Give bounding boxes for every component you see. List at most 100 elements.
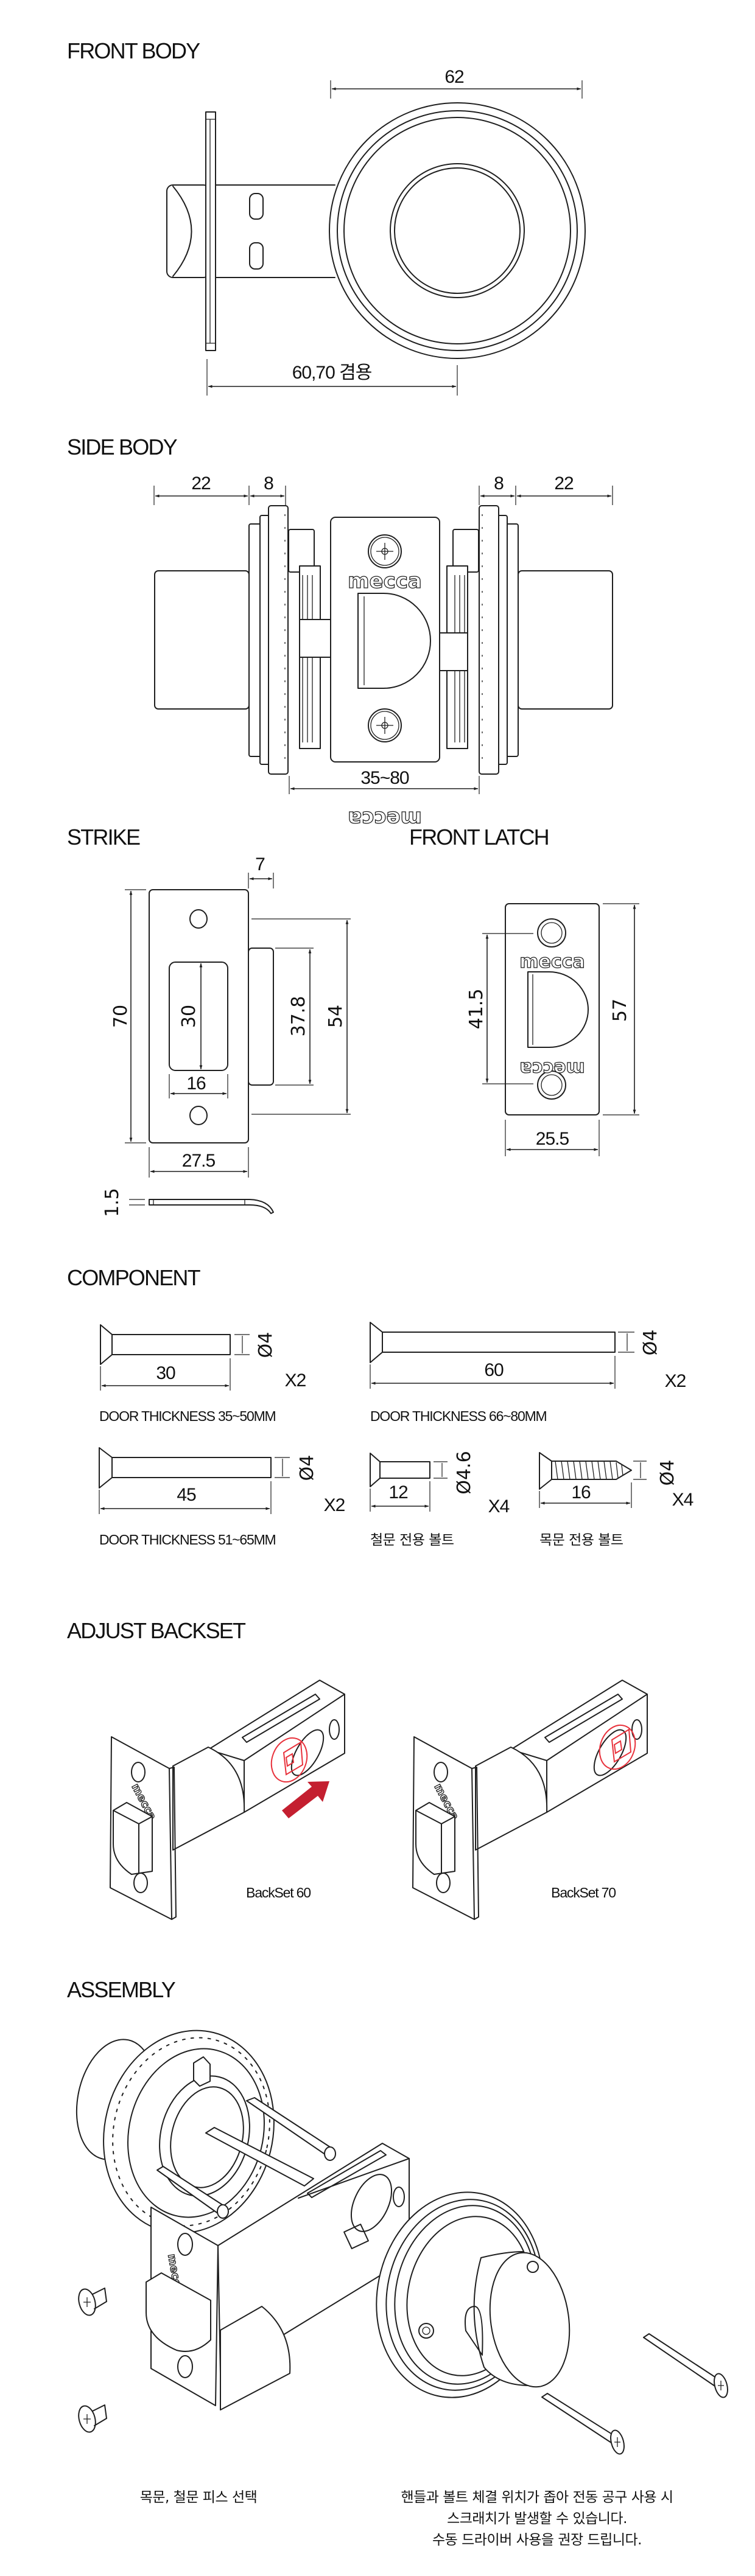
dimension-diameter: 62 xyxy=(330,67,583,99)
side-body-section: SIDE BODY mecca xyxy=(67,435,613,831)
length-label: 16 xyxy=(571,1482,591,1503)
keyhole-icon xyxy=(465,2306,483,2356)
bolt-icon xyxy=(541,2393,625,2455)
slot-icon xyxy=(249,242,264,270)
arrow-right-icon xyxy=(282,1781,329,1818)
section-title: ADJUST BACKSET xyxy=(67,1618,246,1643)
length-label: 45 xyxy=(177,1485,196,1505)
screw-icon xyxy=(368,534,402,568)
strike-section: STRIKE 7 70 30 16 37.8 xyxy=(67,825,351,1217)
strike-slot xyxy=(169,962,228,1071)
dimension-label: 8 xyxy=(264,473,273,494)
dimension-label: 27.5 xyxy=(182,1151,216,1171)
dimension-label: 7 xyxy=(255,854,265,874)
caption-line: 스크래치가 발생할 수 있습니다. xyxy=(447,2511,627,2527)
right-rose xyxy=(479,505,499,775)
screw-icon xyxy=(368,708,402,742)
diameter-label: Ø4.6 xyxy=(454,1451,475,1494)
side-body-drawing: mecca mecca xyxy=(154,505,613,831)
assembly-caption-left: 목문, 철문 피스 선택 xyxy=(140,2490,258,2505)
section-title: FRONT BODY xyxy=(67,38,200,63)
component-item-wood-screw-16: Ø4 16 X4 목문 전용 볼트 xyxy=(539,1452,694,1548)
front-latch-dimensions: 41.5 57 25.5 xyxy=(466,903,639,1156)
latch-backset-60-drawing: mecca xyxy=(110,1680,345,1920)
left-rose xyxy=(268,505,289,775)
strike-dimensions: 7 70 30 16 37.8 54 27.5 1.5 xyxy=(102,854,351,1217)
section-title: ASSEMBLY xyxy=(67,1977,176,2002)
side-body-dimensions: 22 8 8 22 35~80 xyxy=(153,473,613,794)
brand-logo: mecca xyxy=(519,951,585,972)
brand-logo: mecca xyxy=(348,569,422,593)
screw-icon xyxy=(78,2288,107,2316)
latch-bolt xyxy=(527,971,589,1048)
component-item-bolt-30: Ø4 30 X2 DOOR THICKNESS 35~50MM xyxy=(99,1324,307,1424)
component-caption: DOOR THICKNESS 66~80MM xyxy=(370,1408,547,1424)
dimension-label: 57 xyxy=(609,999,631,1022)
adjust-backset-section: ADJUST BACKSET mecca BackSet 60 xyxy=(67,1618,648,1920)
dimension-label: 54 xyxy=(325,1005,346,1028)
section-title: SIDE BODY xyxy=(67,435,178,459)
assembly-section: ASSEMBLY mecca xyxy=(67,1977,728,2548)
caption-line: 핸들과 볼트 체결 위치가 좁아 전동 공구 사용 시 xyxy=(401,2490,673,2505)
component-section: COMPONENT Ø4 30 X2 DOOR THICKNESS 35~50M… xyxy=(67,1265,694,1548)
caption-line: 수동 드라이버 사용을 권장 드립니다. xyxy=(432,2532,642,2548)
dimension-label: 25.5 xyxy=(536,1129,569,1149)
dimension-label: 70 xyxy=(110,1005,132,1028)
strike-drawing xyxy=(149,889,274,1214)
brand-logo-inverted: mecca xyxy=(348,806,422,831)
backset-60-adjuster xyxy=(270,1737,329,1818)
length-label: 30 xyxy=(156,1363,175,1383)
dimension-label: 37.8 xyxy=(288,996,309,1037)
quantity-label: X2 xyxy=(324,1495,345,1515)
diameter-label: Ø4 xyxy=(297,1455,318,1481)
dimension-label: 62 xyxy=(444,67,464,87)
section-title: FRONT LATCH xyxy=(409,825,549,850)
screw-icon xyxy=(78,2404,107,2433)
strike-plate xyxy=(149,889,249,1143)
quantity-label: X2 xyxy=(665,1371,686,1391)
dimension-label: 22 xyxy=(554,473,574,494)
spindle xyxy=(205,2127,314,2187)
quantity-label: X4 xyxy=(672,1490,694,1510)
bolt-icon xyxy=(643,2333,728,2398)
dimension-label: 1.5 xyxy=(102,1188,123,1217)
dimension-label: 35~80 xyxy=(360,768,409,788)
diameter-label: Ø4 xyxy=(657,1460,678,1486)
dimension-label: 30 xyxy=(178,1005,200,1028)
front-knob xyxy=(489,2252,571,2388)
front-latch-drawing: mecca mecca xyxy=(505,903,600,1115)
backset-70-adjuster xyxy=(599,1724,636,1770)
dimension-label: 60,70 겸용 xyxy=(292,363,372,383)
diameter-label: Ø4 xyxy=(255,1332,276,1358)
latch-bolt xyxy=(357,593,431,689)
backset-60-label: BackSet 60 xyxy=(246,1885,311,1901)
assembly-drawing: mecca xyxy=(76,2030,728,2455)
dimension-backset: 60,70 겸용 xyxy=(206,359,458,396)
component-caption: 목문 전용 볼트 xyxy=(539,1532,623,1548)
dimension-label: 22 xyxy=(191,473,211,494)
component-caption: 철문 전용 볼트 xyxy=(370,1532,454,1548)
knob-rose xyxy=(329,102,586,359)
strike-side-profile xyxy=(149,1199,274,1214)
knob-face xyxy=(390,163,525,298)
length-label: 12 xyxy=(388,1482,408,1503)
backset-70-label: BackSet 70 xyxy=(551,1885,616,1901)
dimension-label: 8 xyxy=(494,473,504,494)
latch-bolt xyxy=(146,2272,211,2352)
front-body-drawing xyxy=(166,102,586,359)
dimension-label: 41.5 xyxy=(466,989,487,1030)
component-caption: DOOR THICKNESS 35~50MM xyxy=(99,1408,276,1424)
latch-backset-70-drawing xyxy=(412,1680,648,1920)
front-latch-section: FRONT LATCH mecca mecca 41.5 57 25.5 xyxy=(409,825,639,1156)
dimension-label: 16 xyxy=(186,1073,206,1094)
right-knob xyxy=(518,570,613,710)
latch-body xyxy=(172,1747,245,1851)
component-item-bolt-12: Ø4.6 12 X4 철문 전용 볼트 xyxy=(370,1451,510,1548)
slot-icon xyxy=(249,193,264,220)
quantity-label: X2 xyxy=(285,1370,306,1391)
section-title: STRIKE xyxy=(67,825,140,850)
front-body-section: FRONT BODY 62 60,70 겸용 xyxy=(67,38,586,396)
section-title: COMPONENT xyxy=(67,1265,201,1290)
